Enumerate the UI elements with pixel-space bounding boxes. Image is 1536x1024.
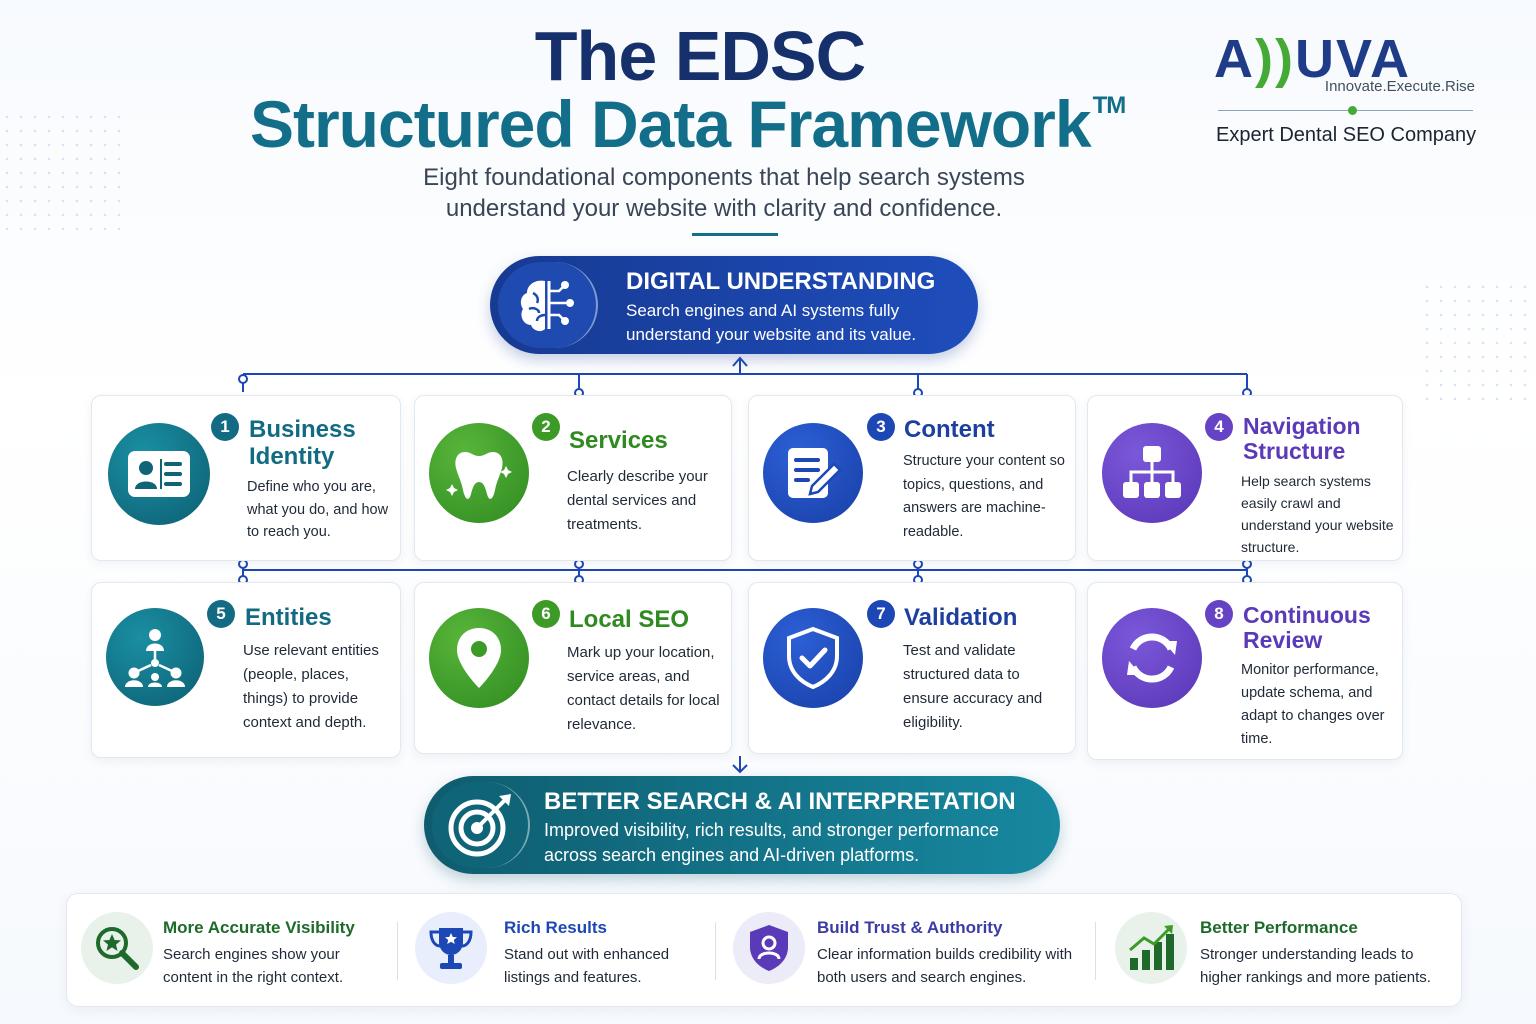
step-number: 3 — [867, 413, 895, 441]
benefit-title: Rich Results — [504, 918, 607, 937]
component-description: Use relevant entities (people, places, t… — [243, 642, 379, 731]
subtitle-line-2: understand your website with clarity and… — [445, 195, 1003, 222]
logo-letters: UVA — [1294, 29, 1411, 89]
growth-chart-icon — [1115, 912, 1187, 984]
component-description: Define who you are, what you do, and how… — [247, 479, 389, 540]
benefit-divider — [397, 922, 398, 980]
step-number: 4 — [1205, 413, 1233, 441]
component-description: Test and validate structured data to ens… — [903, 642, 1043, 731]
component-title: Services — [569, 427, 668, 454]
decorative-dots — [1420, 280, 1536, 400]
component-title: Entities — [245, 604, 332, 631]
component-title: Content — [904, 416, 995, 443]
component-card-validation: 7 Validation Test and validate structure… — [748, 582, 1076, 754]
component-title: Business Identity — [249, 416, 356, 470]
benefit-more-accurate-visibility: More Accurate Visibility Search engines … — [81, 894, 397, 1008]
component-card-business-identity: 1 Business Identity Define who you are, … — [91, 395, 401, 561]
better-search-banner: BETTER SEARCH & AI INTERPRETATION Improv… — [424, 776, 1060, 874]
banner-heading: DIGITAL UNDERSTANDING — [626, 268, 936, 295]
banner-text: Search engines and AI systems fully unde… — [626, 301, 917, 344]
benefit-title: Build Trust & Authority — [817, 918, 1003, 937]
component-card-content: 3 Content Structure your content so topi… — [748, 395, 1076, 561]
benefit-title: More Accurate Visibility — [163, 918, 355, 937]
benefit-description: Stand out with enhanced listings and fea… — [504, 946, 670, 986]
step-number: 8 — [1205, 600, 1233, 628]
step-number: 2 — [532, 413, 560, 441]
component-title: Navigation Structure — [1243, 413, 1361, 464]
banner-text: Improved visibility, rich results, and s… — [544, 820, 999, 865]
logo-mark: )) — [1255, 29, 1295, 89]
component-description: Structure your content so topics, questi… — [903, 453, 1065, 540]
benefit-divider — [715, 922, 716, 980]
logo-company-name: Expert Dental SEO Company — [1216, 124, 1477, 146]
shield-user-icon — [733, 912, 805, 984]
target-arrow-icon — [432, 782, 530, 868]
component-description: Monitor performance, update schema, and … — [1241, 662, 1385, 747]
benefit-divider — [1095, 922, 1096, 980]
trademark: TM — [1092, 92, 1127, 119]
benefit-description: Stronger understanding leads to higher r… — [1200, 946, 1431, 986]
sitemap-icon — [1102, 423, 1202, 523]
shield-check-icon — [763, 608, 863, 708]
benefit-better-performance: Better Performance Stronger understandin… — [1115, 894, 1455, 1008]
logo-divider — [1218, 110, 1473, 111]
banner-heading: BETTER SEARCH & AI INTERPRETATION — [544, 788, 1016, 815]
logo-divider-dot — [1348, 106, 1357, 115]
component-title: Continuous Review — [1243, 602, 1371, 653]
logo-tagline: Innovate.Execute.Rise — [1324, 78, 1475, 95]
refresh-cycle-icon — [1102, 608, 1202, 708]
component-description: Help search systems easily crawl and und… — [1241, 473, 1394, 555]
benefit-description: Clear information builds credibility wit… — [817, 946, 1073, 986]
network-people-icon — [106, 608, 204, 706]
benefit-rich-results: Rich Results Stand out with enhanced lis… — [415, 894, 715, 1008]
component-description: Mark up your location, service areas, an… — [567, 644, 720, 733]
digital-understanding-banner: DIGITAL UNDERSTANDING Search engines and… — [490, 256, 978, 354]
step-number: 5 — [207, 600, 235, 628]
step-number: 1 — [211, 413, 239, 441]
brain-circuit-icon — [498, 262, 598, 348]
component-title: Local SEO — [569, 606, 690, 633]
component-title: Validation — [904, 604, 1018, 631]
benefit-description: Search engines show your content in the … — [163, 946, 344, 986]
brand-logo: A))UVA — [1214, 28, 1411, 90]
component-card-services: 2 Services Clearly describe your dental … — [414, 395, 732, 561]
tooth-icon — [429, 423, 529, 523]
logo-letter-a: A — [1214, 29, 1255, 89]
page-title: The EDSC — [534, 17, 866, 95]
component-card-continuous-review: 8 Continuous Review Monitor performance,… — [1087, 582, 1403, 760]
page-subtitle: Eight foundational components that help … — [374, 162, 1074, 224]
title-text: Structured Data Framework — [250, 87, 1092, 161]
step-number: 7 — [867, 600, 895, 628]
component-card-local-seo: 6 Local SEO Mark up your location, servi… — [414, 582, 732, 754]
benefit-title: Better Performance — [1200, 918, 1358, 937]
subtitle-line-1: Eight foundational components that help … — [423, 164, 1025, 191]
benefit-build-trust-authority: Build Trust & Authority Clear informatio… — [733, 894, 1093, 1008]
page-title-line2: Structured Data FrameworkTM — [250, 86, 1127, 162]
map-pin-icon — [429, 608, 529, 708]
subtitle-underline — [692, 233, 778, 236]
magnifier-star-icon — [81, 912, 153, 984]
component-card-entities: 5 Entities Use relevant entities (people… — [91, 582, 401, 758]
component-description: Clearly describe your dental services an… — [567, 468, 708, 533]
document-edit-icon — [763, 423, 863, 523]
id-card-icon — [108, 423, 210, 525]
trophy-icon — [415, 912, 487, 984]
step-number: 6 — [532, 600, 560, 628]
decorative-dots — [0, 110, 120, 230]
benefits-bar: More Accurate Visibility Search engines … — [66, 893, 1462, 1007]
component-card-navigation-structure: 4 Navigation Structure Help search syste… — [1087, 395, 1403, 561]
